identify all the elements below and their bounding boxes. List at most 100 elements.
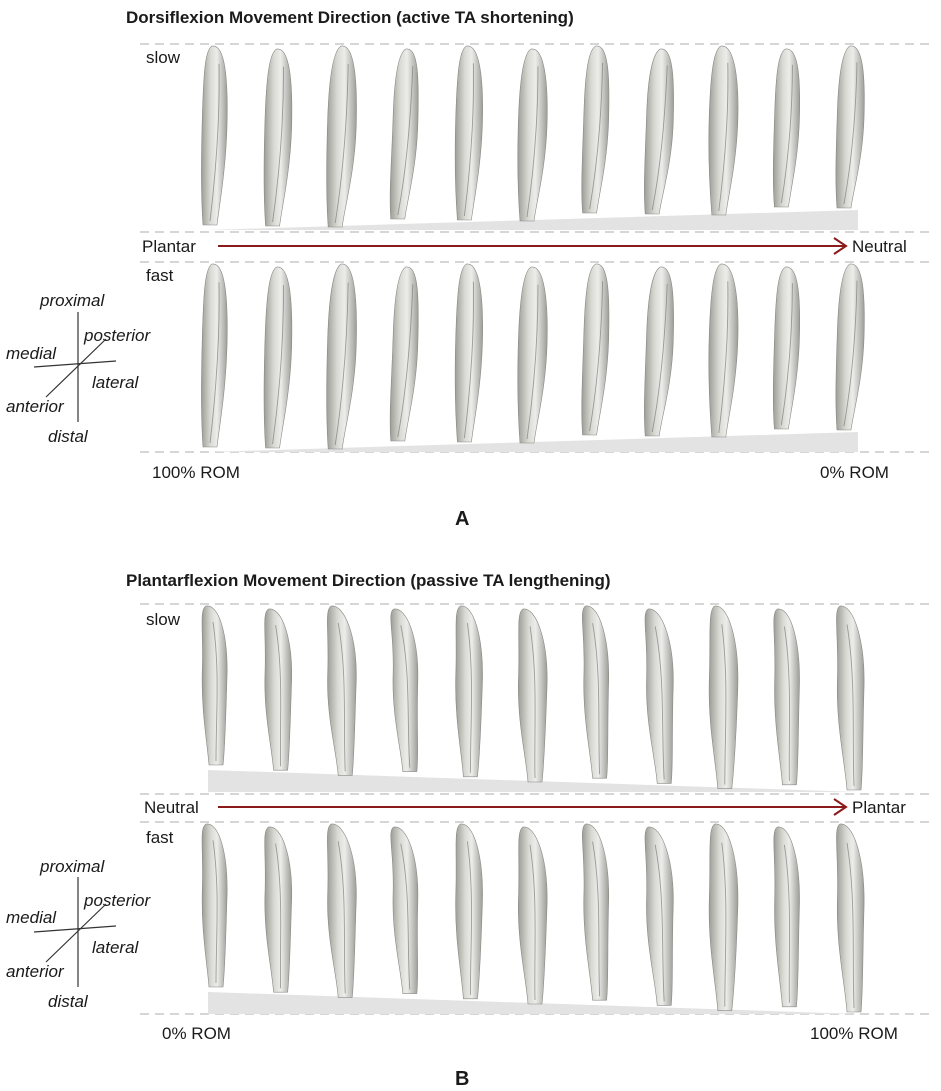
panel-b-slow-label: slow [146, 610, 181, 629]
panel-a-slow-muscle-3 [326, 45, 357, 228]
panel-a-fast-muscle-ridge-8 [651, 283, 668, 433]
panel-b-rom-right-label: 100% ROM [810, 1024, 898, 1043]
panel-a-fast-muscle-ridge-2 [272, 285, 285, 445]
panel-a-slow-label: slow [146, 48, 181, 67]
panel-b-title: Plantarflexion Movement Direction (passi… [126, 571, 611, 590]
panel-a-fast-muscle-ridge-5 [463, 281, 474, 439]
panel-a-fast-muscle-ridge-3 [334, 282, 349, 446]
panel-a-slow-muscle-10 [772, 48, 800, 208]
panel-a-anterior-label: anterior [6, 397, 64, 416]
panel-a-fast-muscle-5 [454, 263, 483, 443]
panel-b-fast-muscle-5 [455, 823, 483, 1000]
panel-a-fast-muscle-ridge-1 [209, 282, 220, 444]
panel-b-slow-muscle-ridge-2 [275, 625, 282, 767]
panel-b-fast-muscle-ridge-3 [337, 841, 346, 994]
panel-a-letter: A [455, 508, 470, 530]
panel-b-fast-muscle-2 [264, 826, 292, 993]
panel-b-slow-muscle-ridge-3 [337, 622, 346, 772]
panel-a-rom-left-label: 100% ROM [152, 463, 240, 482]
panel-b-posterior-label: posterior [84, 891, 151, 910]
panel-a-slow-muscle-ridge-4 [397, 65, 414, 216]
panel-a-slow-muscle-2 [263, 48, 293, 227]
panel-a-slow-muscle-4 [389, 48, 419, 220]
panel-b-slow-muscle-4 [390, 608, 419, 772]
panel-b-fast-muscle-ridge-4 [400, 843, 411, 990]
panel-b-arrow-start-label: Neutral [144, 798, 199, 817]
panel-b-anterior-label: anterior [6, 962, 64, 981]
panel-a-slow-muscle-ridge-6 [526, 66, 539, 218]
panel-b-axis-mediolateral [33, 925, 117, 933]
panel-a-fast-muscle-10 [772, 266, 800, 430]
panel-b-letter: B [455, 1068, 470, 1090]
panel-b-slow-muscle-ridge-9 [721, 624, 727, 785]
panel-a-fast-muscle-ridge-11 [843, 280, 858, 427]
panel-b-arrow-end-label: Plantar [852, 798, 906, 817]
panel-a-fast-muscle-6 [517, 266, 548, 444]
panel-b-fast-label: fast [146, 828, 174, 847]
panel-a-slow-muscle-1 [201, 45, 228, 226]
panel-a-proximal-label: proximal [40, 291, 105, 310]
panel-b-rom-left-label: 0% ROM [162, 1024, 231, 1043]
panel-a-fast-muscle-7 [581, 263, 610, 436]
panel-a-lateral-label: lateral [92, 373, 139, 392]
panel-b-proximal-label: proximal [40, 857, 105, 876]
panel-a-fast-muscle-11 [835, 263, 865, 431]
panel-b-fast-muscle-ridge-5 [466, 841, 472, 995]
panel-b-slow-muscle-7 [582, 605, 609, 779]
panel-b-slow-muscle-6 [518, 608, 548, 783]
panel-b-fast-muscle-6 [518, 826, 548, 1005]
panel-b-slow-muscle-1 [201, 605, 228, 766]
panel-a-slow-muscle-ridge-5 [463, 63, 474, 217]
panel-a-posterior-label: posterior [84, 326, 151, 345]
panel-b-fast-muscle-ridge-11 [846, 842, 855, 1009]
panel-b-fast-muscle-ridge-1 [212, 840, 218, 984]
panel-b-slow-muscle-ridge-7 [592, 623, 601, 775]
panel-a-slow-muscle-ridge-7 [589, 62, 604, 210]
panel-a-slow-muscle-ridge-2 [272, 66, 285, 223]
panel-b-fast-muscle-3 [327, 823, 357, 998]
panel-b-slow-muscle-ridge-4 [400, 625, 411, 768]
panel-b-slow-muscle-ridge-11 [846, 624, 855, 787]
panel-a-distal-label: distal [48, 427, 88, 446]
panel-a-fast-muscle-ridge-9 [718, 281, 729, 434]
panel-b-fast-muscle-ridge-8 [654, 844, 665, 1002]
panel-a-arrow-start-label: Plantar [142, 237, 196, 256]
panel-b-slow-muscle-ridge-8 [654, 626, 665, 780]
panel-b-lateral-label: lateral [92, 938, 139, 957]
panel-b-fast-muscle-11 [836, 823, 865, 1013]
panel-b-slow-muscle-10 [773, 608, 800, 786]
panel-a-fast-muscle-3 [326, 263, 357, 450]
panel-a-rom-right-label: 0% ROM [820, 463, 889, 482]
panel-b-slow-muscle-8 [644, 608, 674, 784]
panel-a-fast-muscle-ridge-10 [780, 283, 793, 426]
panel-b-fast-muscle-ridge-6 [529, 844, 536, 1001]
panel-a-slow-muscle-11 [835, 45, 865, 209]
panel-a-slow-muscle-9 [708, 45, 739, 216]
panel-a-slow-muscle-ridge-3 [334, 64, 349, 224]
panel-a-fast-label: fast [146, 266, 174, 285]
panel-b-arrow-head [833, 798, 848, 816]
panel-b-axis-anteroposterior [45, 903, 107, 963]
panel-b-slow-muscle-11 [836, 605, 865, 791]
panel-b-slow-muscle-5 [455, 605, 483, 778]
panel-a-medial-label: medial [6, 344, 57, 363]
panel-b-slow-muscle-2 [264, 608, 292, 771]
panel-b-fast-muscle-10 [773, 826, 800, 1008]
panel-b-slow-muscle-3 [327, 605, 357, 776]
panel-b-medial-label: medial [6, 908, 57, 927]
panel-a-slow-muscle-ridge-8 [651, 65, 668, 211]
panel-b-fast-muscle-9 [708, 823, 739, 1011]
panel-b-slow-muscle-ridge-10 [783, 626, 790, 781]
panel-a-slow-muscle-7 [581, 45, 610, 214]
panel-a-slow-muscle-ridge-9 [718, 62, 729, 212]
panel-b-fast-muscle-7 [582, 823, 609, 1001]
panel-a-slow-muscle-5 [454, 45, 483, 221]
panel-b-slow-muscle-ridge-1 [212, 621, 218, 762]
panel-a-slow-muscle-6 [517, 48, 548, 222]
panel-b-fast-muscle-8 [644, 826, 674, 1006]
panel-a-fast-muscle-2 [263, 266, 293, 449]
panel-a-fast-muscle-1 [201, 263, 228, 448]
panel-b-slow-muscle-ridge-6 [529, 626, 536, 779]
panel-a-slow-muscle-ridge-11 [843, 62, 858, 205]
